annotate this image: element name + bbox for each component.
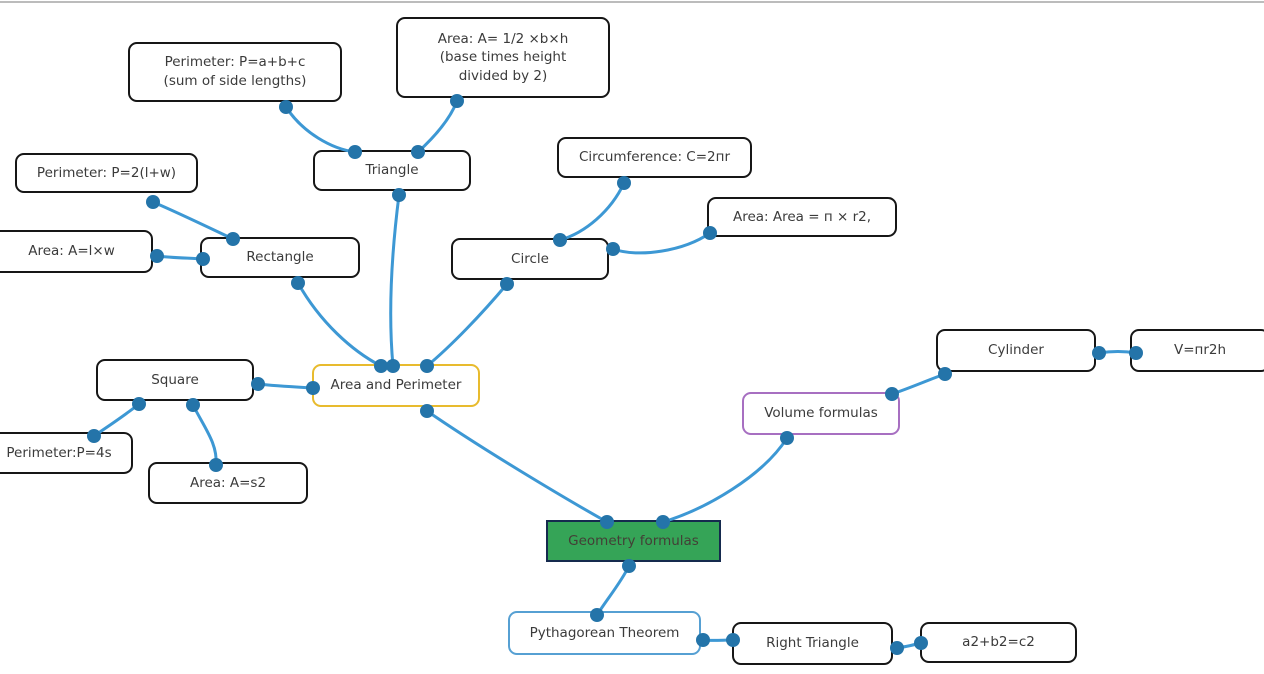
node-volume-formulas[interactable]: Volume formulas bbox=[742, 392, 900, 435]
node-square[interactable]: Square bbox=[96, 359, 254, 401]
edge-right-triangle-a2b2c2 bbox=[895, 641, 923, 650]
edge-volume-formulas-cylinder bbox=[890, 372, 947, 396]
node-geometry-formulas[interactable]: Geometry formulas bbox=[546, 520, 721, 562]
node-circle[interactable]: Circle bbox=[451, 238, 609, 280]
node-pythagorean[interactable]: Pythagorean Theorem bbox=[508, 611, 701, 655]
node-perimeter-rectangle[interactable]: Perimeter: P=2(l+w) bbox=[15, 153, 198, 193]
edge-area-triangle-triangle bbox=[416, 99, 459, 154]
connector-dot[interactable] bbox=[617, 176, 631, 190]
node-area-circle[interactable]: Area: Area = п × r2, bbox=[707, 197, 897, 237]
node-v-formula[interactable]: V=пr2h bbox=[1130, 329, 1264, 372]
edge-perimeter-triangle-triangle bbox=[284, 105, 357, 154]
node-rectangle[interactable]: Rectangle bbox=[200, 237, 360, 278]
connector-dot[interactable] bbox=[291, 276, 305, 290]
node-area-square[interactable]: Area: A=s2 bbox=[148, 462, 308, 504]
edge-geometry-formulas-pythagorean bbox=[595, 564, 631, 617]
node-a2b2c2[interactable]: a2+b2=c2 bbox=[920, 622, 1077, 663]
edge-area-perimeter-geometry-formulas bbox=[425, 409, 609, 524]
node-perimeter-triangle[interactable]: Perimeter: P=a+b+c (sum of side lengths) bbox=[128, 42, 342, 102]
edge-rectangle-area-perimeter bbox=[296, 281, 383, 368]
edge-perimeter-rectangle-rectangle bbox=[151, 200, 235, 241]
edge-square-area-perimeter bbox=[256, 382, 315, 390]
edge-square-area-square bbox=[191, 403, 218, 467]
connector-dot[interactable] bbox=[279, 100, 293, 114]
canvas-top-border bbox=[0, 1, 1264, 3]
edge-triangle-area-perimeter bbox=[389, 193, 401, 368]
node-area-perimeter[interactable]: Area and Perimeter bbox=[312, 364, 480, 407]
node-perimeter-square[interactable]: Perimeter:P=4s bbox=[0, 432, 133, 474]
node-triangle[interactable]: Triangle bbox=[313, 150, 471, 191]
node-circumference[interactable]: Circumference: C=2пr bbox=[557, 137, 752, 178]
edge-circle-area-perimeter bbox=[425, 282, 509, 368]
edge-circumference-circle bbox=[558, 181, 626, 242]
node-area-rectangle[interactable]: Area: A=l×w bbox=[0, 230, 153, 273]
node-right-triangle[interactable]: Right Triangle bbox=[732, 622, 893, 665]
edge-area-rectangle-rectangle bbox=[155, 254, 205, 261]
node-cylinder[interactable]: Cylinder bbox=[936, 329, 1096, 372]
connector-dot[interactable] bbox=[146, 195, 160, 209]
edge-volume-formulas-geometry-formulas bbox=[661, 436, 789, 524]
edge-area-circle-circle bbox=[611, 231, 712, 255]
node-area-triangle[interactable]: Area: A= 1/2 ×b×h (base times height div… bbox=[396, 17, 610, 98]
